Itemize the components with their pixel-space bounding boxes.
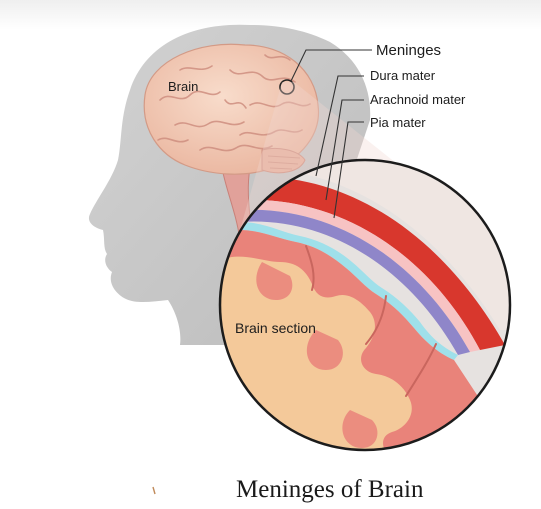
label-brain: Brain [168, 79, 198, 94]
diagram-caption: Meninges of Brain [236, 476, 424, 503]
label-brain-section: Brain section [235, 320, 316, 336]
label-arachnoid-mater: Arachnoid mater [370, 92, 466, 107]
label-pia-mater: Pia mater [370, 115, 426, 130]
stray-mark [153, 487, 155, 494]
background-band [0, 0, 541, 30]
label-dura-mater: Dura mater [370, 68, 436, 83]
label-meninges: Meninges [376, 42, 441, 59]
